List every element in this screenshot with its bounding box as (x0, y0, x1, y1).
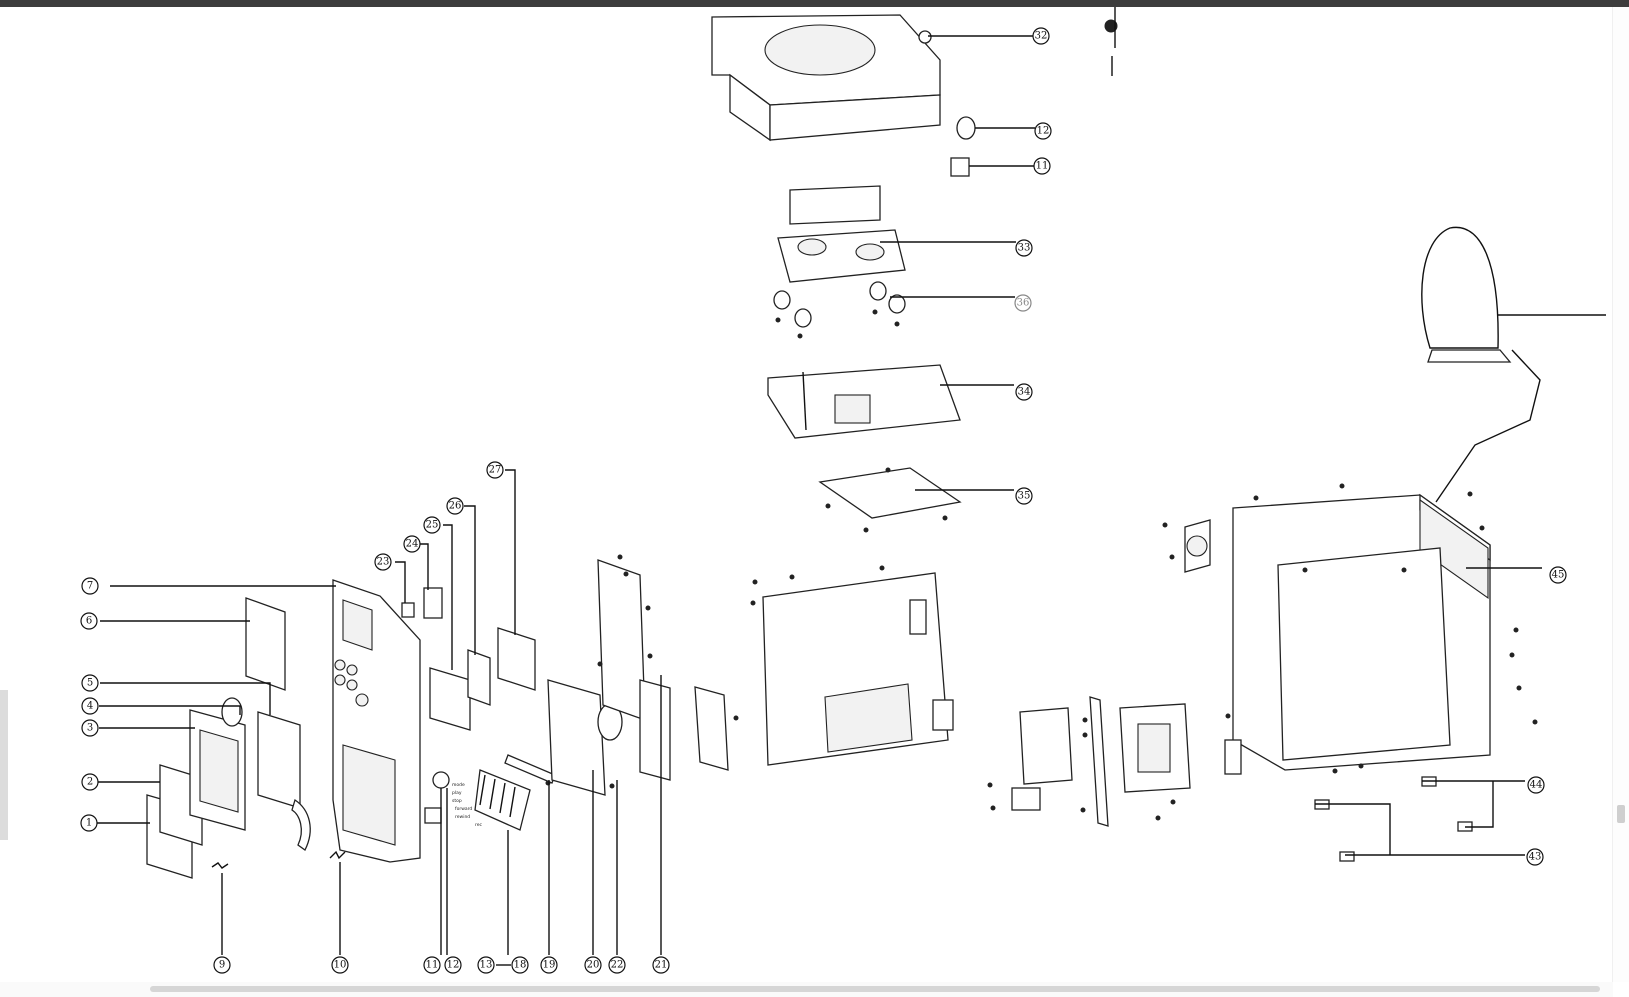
svg-text:7: 7 (87, 581, 93, 592)
callout-24: 24 (403, 535, 421, 553)
svg-text:44: 44 (1530, 780, 1543, 791)
svg-text:34: 34 (1018, 387, 1031, 398)
callout-22: 22 (608, 956, 626, 974)
callout-20: 20 (584, 956, 602, 974)
svg-text:6: 6 (86, 616, 92, 627)
svg-text:9: 9 (219, 960, 225, 971)
callout-36: 36 (1014, 294, 1032, 312)
svg-text:21: 21 (655, 960, 668, 971)
callout-2: 2 (81, 773, 99, 791)
svg-text:22: 22 (611, 960, 624, 971)
svg-text:33: 33 (1018, 243, 1031, 254)
svg-text:26: 26 (449, 501, 462, 512)
callout-21: 21 (652, 956, 670, 974)
callout-11-top: 11 (1033, 157, 1051, 175)
svg-text:19: 19 (543, 960, 556, 971)
svg-text:4: 4 (87, 701, 93, 712)
svg-text:12: 12 (447, 960, 460, 971)
svg-text:10: 10 (334, 960, 347, 971)
callout-25: 25 (423, 516, 441, 534)
svg-text:13: 13 (480, 960, 493, 971)
svg-text:5: 5 (87, 678, 93, 689)
callout-5: 5 (81, 674, 99, 692)
callout-13: 13 (477, 956, 495, 974)
callout-12-bottom: 12 (444, 956, 462, 974)
left-edge-marker (0, 690, 8, 840)
svg-text:2: 2 (87, 777, 93, 788)
horizontal-scrollbar[interactable] (0, 982, 1613, 997)
callout-12-top: 12 (1034, 122, 1052, 140)
callout-7: 7 (81, 577, 99, 595)
callout-32: 32 (1032, 27, 1050, 45)
window-top-bar (0, 0, 1629, 7)
callout-35: 35 (1015, 487, 1033, 505)
svg-text:36: 36 (1017, 298, 1030, 309)
callout-10: 10 (331, 956, 349, 974)
svg-text:45: 45 (1552, 570, 1565, 581)
svg-text:27: 27 (489, 465, 502, 476)
cd-mechanism-parts (694, 14, 976, 771)
svg-text:32: 32 (1035, 31, 1048, 42)
leader-lines (97, 35, 1542, 966)
callout-26: 26 (446, 497, 464, 515)
callout-9: 9 (213, 956, 231, 974)
key-labels: mode play stop forward rewind rec (452, 782, 483, 828)
vertical-scrollbar[interactable] (1612, 7, 1629, 982)
key-label-play: play (452, 790, 462, 796)
key-label-mode: mode (452, 782, 465, 788)
svg-text:11: 11 (426, 960, 439, 971)
callout-11-bottom: 11 (423, 956, 441, 974)
callout-19: 19 (540, 956, 558, 974)
horizontal-scroll-thumb[interactable] (150, 986, 1600, 992)
callout-34: 34 (1015, 383, 1033, 401)
svg-text:18: 18 (514, 960, 527, 971)
svg-text:11: 11 (1036, 161, 1049, 172)
callout-33: 33 (1015, 239, 1033, 257)
callout-23: 23 (374, 553, 392, 571)
svg-text:12: 12 (1037, 126, 1050, 137)
callout-44: 44 (1527, 776, 1545, 794)
callout-1: 1 (80, 814, 98, 832)
exploded-parts-diagram: mode play stop forward rewind rec (80, 7, 1606, 974)
screws (545, 19, 1538, 821)
callout-45: 45 (1549, 566, 1567, 584)
svg-text:23: 23 (377, 557, 390, 568)
callout-27: 27 (486, 461, 504, 479)
key-label-rewind: rewind (455, 814, 470, 820)
cabinet-parts (1011, 226, 1606, 862)
svg-text:3: 3 (87, 723, 93, 734)
callout-18: 18 (511, 956, 529, 974)
svg-text:35: 35 (1018, 491, 1031, 502)
key-label-forward: forward (455, 806, 472, 812)
svg-text:20: 20 (587, 960, 600, 971)
svg-text:25: 25 (426, 520, 439, 531)
callout-4: 4 (81, 697, 99, 715)
svg-text:1: 1 (86, 818, 92, 829)
key-label-rec: rec (475, 822, 483, 828)
callout-3: 3 (81, 719, 99, 737)
svg-text:24: 24 (406, 539, 419, 550)
svg-text:43: 43 (1529, 852, 1542, 863)
key-label-stop: stop (452, 798, 462, 804)
front-panel-parts (146, 559, 671, 879)
callout-6: 6 (80, 612, 98, 630)
vertical-scroll-thumb[interactable] (1617, 805, 1625, 823)
callout-43: 43 (1526, 848, 1544, 866)
